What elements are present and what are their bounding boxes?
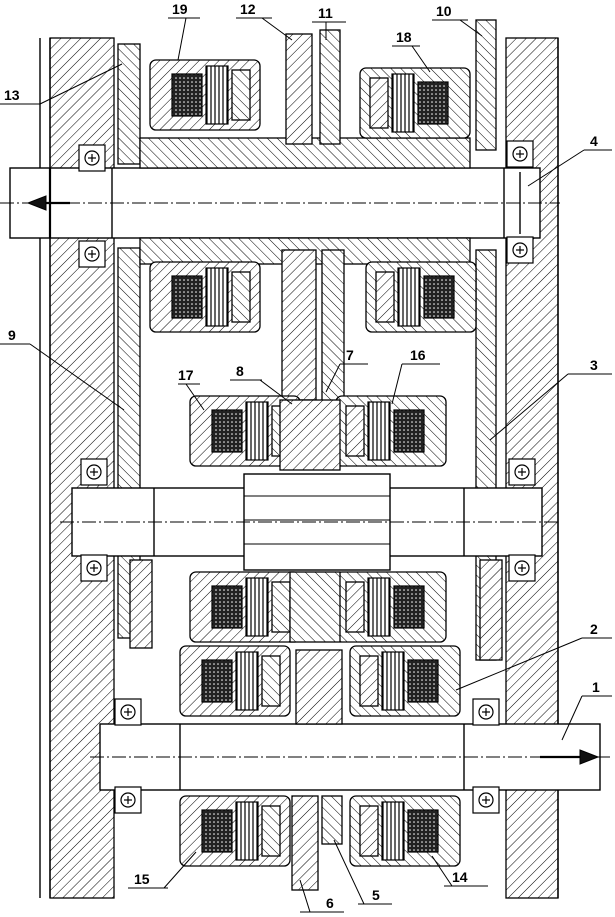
label-5: 5 (372, 887, 380, 903)
bearing-lower-left-bottom (114, 786, 142, 814)
gear-lower-upper (295, 649, 343, 725)
clutch-mid-right-lower (335, 571, 447, 643)
label-4: 4 (590, 133, 598, 149)
bearing-upper-right-bottom (506, 236, 534, 264)
label-18: 18 (396, 29, 412, 45)
gear-12 (285, 33, 313, 145)
gear-mid-lower (289, 571, 341, 643)
bearing-lower-right-bottom (472, 786, 500, 814)
clutch-19 (149, 59, 261, 131)
label-1: 1 (592, 679, 600, 695)
label-11: 11 (318, 5, 333, 21)
label-6: 6 (326, 895, 334, 911)
label-14: 14 (452, 869, 468, 885)
label-2: 2 (590, 621, 598, 637)
clutch-upper-right-lower (365, 261, 477, 333)
bearing-mid-right-bottom (508, 554, 536, 582)
leader-lines (0, 17, 612, 913)
gear-11 (319, 29, 341, 145)
clutch-18 (359, 67, 471, 139)
clutch-lower-left-upper (179, 645, 291, 717)
bearing-lower-right-top (472, 698, 500, 726)
gear-6 (291, 795, 319, 891)
gear-upper-mid-left (281, 249, 317, 401)
bearing-upper-left-bottom (78, 240, 106, 268)
shaft-3 (60, 473, 560, 571)
bearing-lower-left-top (114, 698, 142, 726)
label-10: 10 (436, 3, 452, 19)
gear-3-lower (479, 559, 503, 661)
bearing-mid-left-top (80, 458, 108, 486)
clutch-upper-left-lower (149, 261, 261, 333)
label-7: 7 (346, 347, 354, 363)
clutch-2 (349, 645, 461, 717)
bearing-mid-right-top (508, 458, 536, 486)
clutch-15 (179, 795, 291, 867)
label-19: 19 (172, 1, 188, 17)
clutch-mid-left-lower (189, 571, 301, 643)
bearing-mid-left-bottom (80, 554, 108, 582)
bearing-upper-left-top (78, 144, 106, 172)
gear-5 (321, 795, 343, 845)
gear-9-lower (129, 559, 153, 649)
shaft-4 (0, 167, 560, 239)
label-15: 15 (134, 871, 150, 887)
label-12: 12 (240, 1, 256, 17)
shaft-1 (90, 723, 610, 791)
clutch-14 (349, 795, 461, 867)
label-9: 9 (8, 327, 16, 343)
clutch-16 (335, 395, 447, 467)
label-3: 3 (590, 357, 598, 373)
bearing-upper-right-top (506, 140, 534, 168)
label-13: 13 (4, 87, 20, 103)
label-17: 17 (178, 367, 194, 383)
label-16: 16 (410, 347, 426, 363)
housing-inner-right-plate (475, 19, 497, 661)
gear-8 (279, 399, 341, 471)
label-8: 8 (236, 363, 244, 379)
